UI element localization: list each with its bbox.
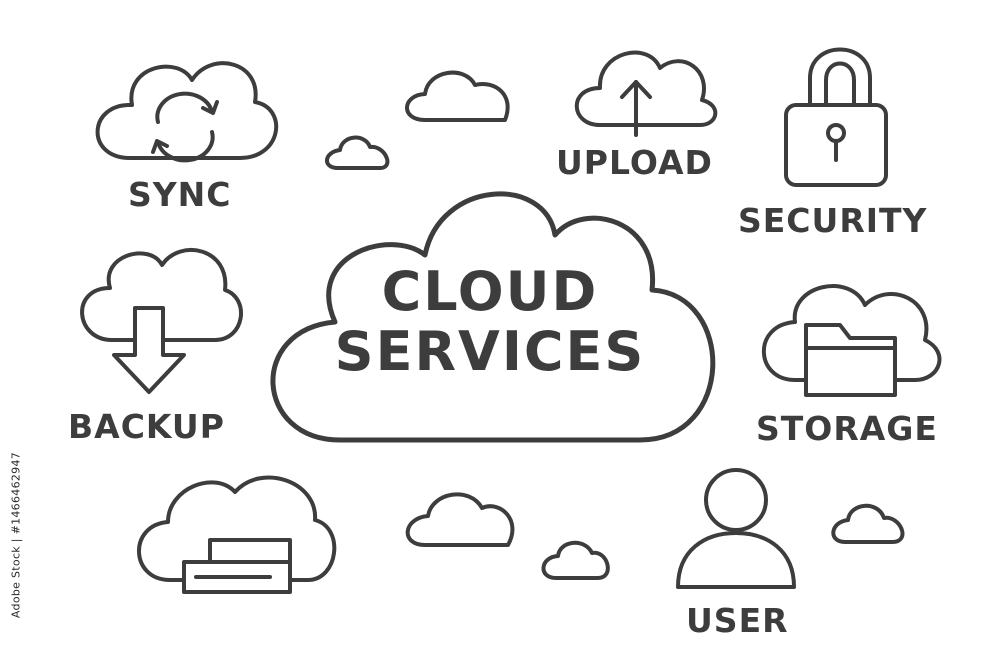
decorative-cloud-icon xyxy=(405,70,510,122)
decorative-cloud-icon xyxy=(405,492,515,547)
storage-label: STORAGE xyxy=(756,409,938,448)
decorative-cloud-icon xyxy=(325,135,390,170)
security-label: SECURITY xyxy=(738,201,928,240)
watermark-text: Adobe Stock | #1466462947 xyxy=(9,451,23,619)
page-title: CLOUD SERVICES xyxy=(300,260,680,384)
decorative-cloud-icon xyxy=(831,503,905,544)
main-cloud-icon xyxy=(270,191,716,443)
backup-label: BACKUP xyxy=(68,407,225,446)
backup-cloud-icon xyxy=(80,248,243,394)
watermark: Adobe Stock | #1466462947 xyxy=(4,420,28,650)
sync-cloud-icon xyxy=(95,61,279,163)
padlock-icon xyxy=(784,47,888,187)
decorative-cloud-icon xyxy=(541,540,610,580)
title-line-2: SERVICES xyxy=(334,320,646,384)
upload-label: UPLOAD xyxy=(556,143,713,182)
title-line-1: CLOUD xyxy=(381,260,599,323)
server-cloud-icon xyxy=(137,475,337,594)
user-icon xyxy=(676,468,796,589)
user-label: USER xyxy=(686,601,789,640)
sync-label: SYNC xyxy=(128,175,232,214)
storage-cloud-icon xyxy=(761,284,942,397)
upload-cloud-icon xyxy=(574,50,718,137)
